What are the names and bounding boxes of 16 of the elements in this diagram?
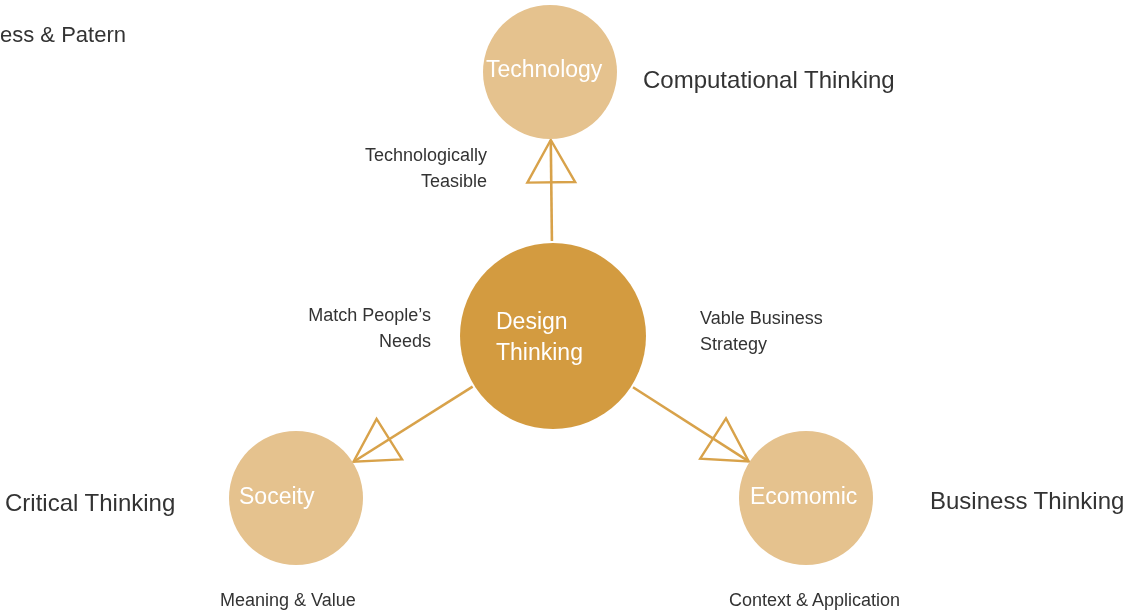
edge-label: Vable Business Strategy bbox=[700, 307, 824, 356]
node-label: Design Thinking bbox=[496, 307, 584, 368]
edge-label: Technologically Teasible bbox=[363, 144, 487, 193]
caption-text: ess & Patern bbox=[0, 21, 126, 49]
side-caption: Meaning & Value bbox=[220, 589, 356, 611]
arrow bbox=[526, 138, 577, 242]
side-caption: Business Thinking bbox=[930, 486, 1125, 516]
side-caption: Critical Thinking bbox=[5, 488, 176, 518]
side-caption: Context & Application bbox=[729, 589, 901, 611]
node-label: Soceity bbox=[239, 482, 316, 511]
node-label: Technology bbox=[486, 55, 604, 84]
arrow bbox=[352, 385, 474, 463]
side-caption: Computational Thinking bbox=[643, 65, 895, 95]
node-label: Ecomomic bbox=[750, 482, 859, 511]
arrow bbox=[632, 386, 750, 463]
edge-label: Match People’s Needs bbox=[307, 304, 431, 353]
